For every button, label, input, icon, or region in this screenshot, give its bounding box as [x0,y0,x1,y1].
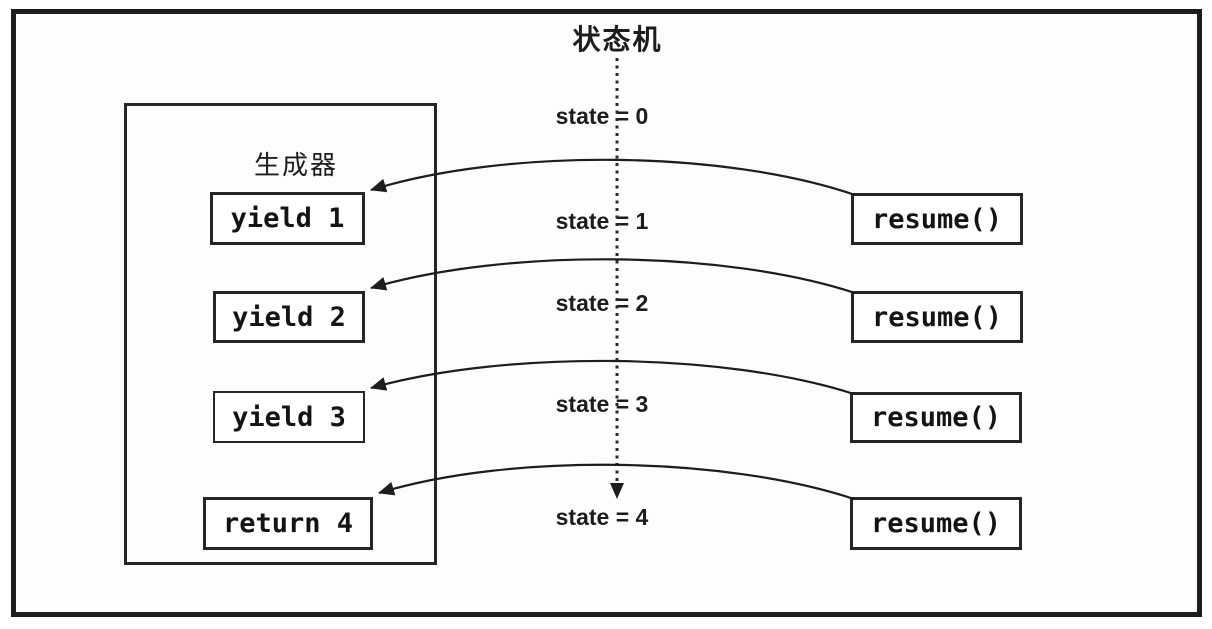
resume-3-box: resume() [850,392,1022,443]
state-4-label: state = 4 [555,504,649,530]
state-2-label: state = 2 [555,290,649,316]
generator-label: 生成器 [253,150,338,180]
generator-box [124,103,437,565]
return-4-box: return 4 [203,497,373,550]
yield-1-box: yield 1 [210,192,365,245]
state-machine-title: 状态机 [572,24,663,55]
yield-2-box: yield 2 [213,291,365,343]
state-0-label: state = 0 [555,103,649,129]
state-1-label: state = 1 [555,208,649,234]
resume-4-box: resume() [850,497,1022,550]
resume-1-box: resume() [851,193,1023,245]
resume-2-box: resume() [851,291,1023,343]
state-3-label: state = 3 [555,391,649,417]
yield-3-box: yield 3 [213,391,365,443]
